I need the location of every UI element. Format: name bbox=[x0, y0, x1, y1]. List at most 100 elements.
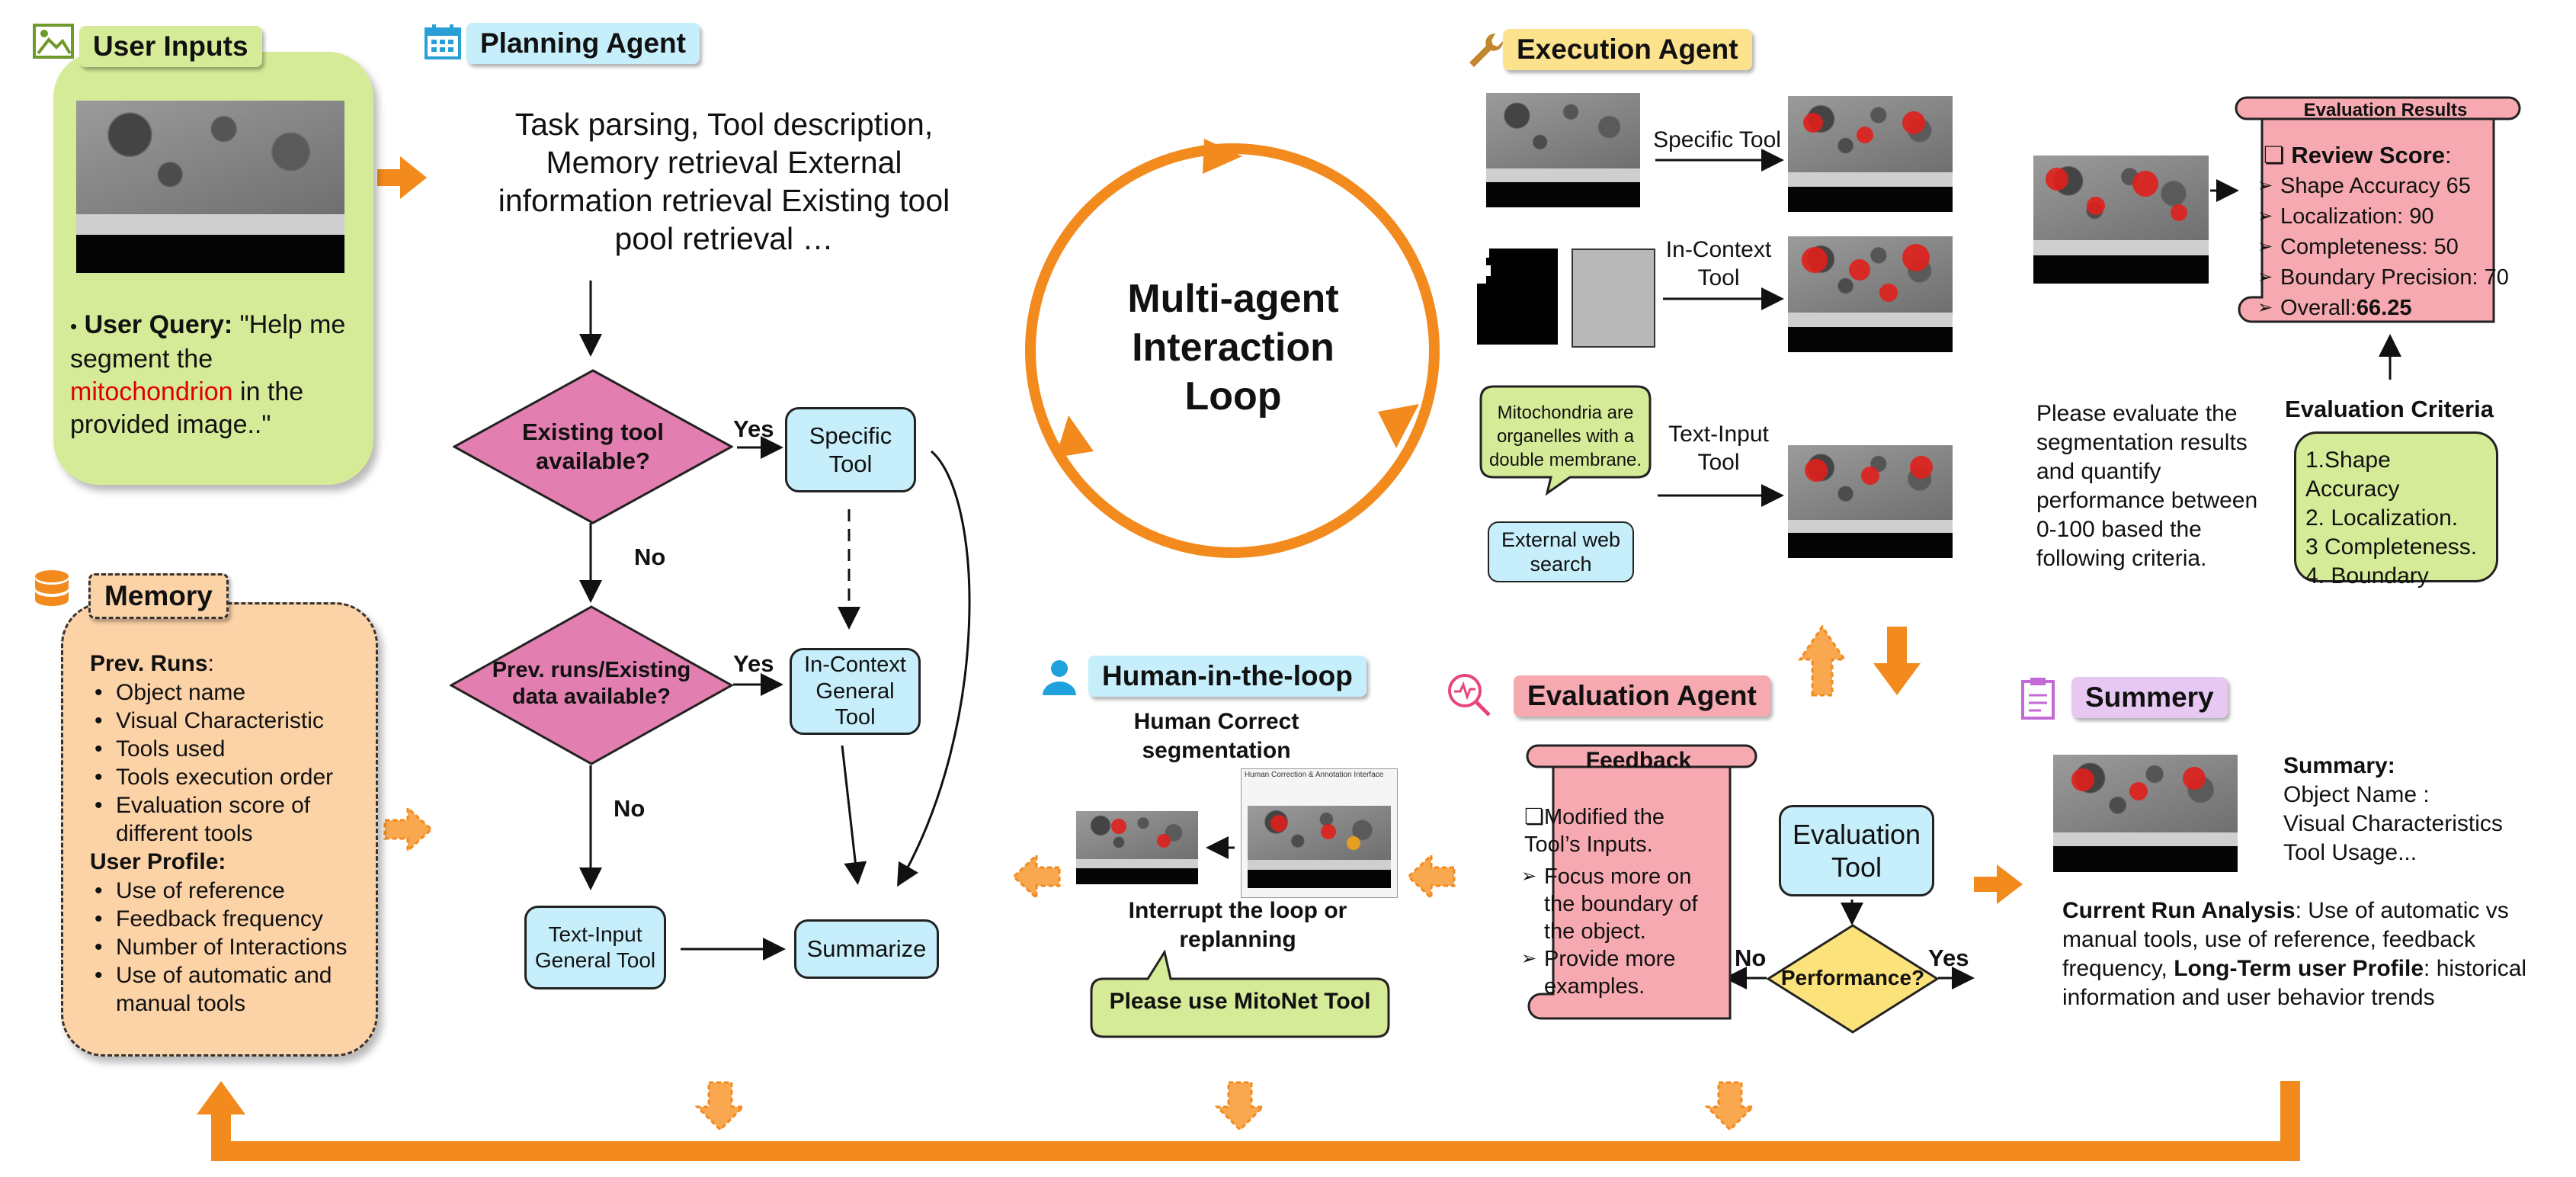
prev-runs-diamond bbox=[450, 605, 733, 765]
criteria-box: 1.Shape Accuracy 2. Localization. 3 Comp… bbox=[2294, 431, 2498, 588]
down-dashed-arrow-1 bbox=[694, 1081, 746, 1132]
prev-runs-label: Prev. runs/Existing data available? bbox=[492, 658, 691, 710]
user-profile-item: Number of Interactions bbox=[95, 933, 380, 961]
yes-label-2: Yes bbox=[733, 650, 774, 677]
human-correct-label: Human Correct segmentation bbox=[1133, 709, 1299, 763]
execution-title: Execution Agent bbox=[1503, 29, 1752, 70]
human-title: Human-in-the-loop bbox=[1088, 656, 1366, 697]
human-to-planning-arrow bbox=[1011, 852, 1061, 901]
summary-analysis: Current Run Analysis: Use of automatic v… bbox=[2062, 896, 2535, 1012]
feedback-list: ❏Modified the Tool’s Inputs. Focus more … bbox=[1521, 803, 1724, 1000]
no-label-1: No bbox=[634, 544, 666, 570]
wrench-icon bbox=[1469, 33, 1504, 67]
user-query-highlight: mitochondrion bbox=[70, 377, 233, 406]
image-icon bbox=[33, 24, 74, 59]
eval-results-arrows bbox=[2210, 179, 2401, 380]
bottom-loop-arrowhead bbox=[197, 1081, 245, 1114]
person-icon bbox=[1043, 660, 1076, 695]
score-item: Shape Accuracy 65 bbox=[2257, 171, 2515, 201]
text-input-tool-node: Text-Input General Tool bbox=[524, 906, 666, 989]
user-query-text-2: in the provided image.." bbox=[70, 377, 304, 439]
no-label-2: No bbox=[614, 795, 646, 822]
exec-text-input-label: Text-Input Tool bbox=[1668, 422, 1769, 475]
web-search-node: External web search bbox=[1488, 521, 1634, 582]
human-bubble-text: Please use MitoNet Tool bbox=[1109, 989, 1371, 1014]
prev-run-item: Visual Characteristic bbox=[95, 707, 380, 735]
down-dashed-arrow-3 bbox=[1704, 1081, 1756, 1132]
exec-in-context-output bbox=[1788, 236, 1953, 352]
criteria-item: 1.Shape Accuracy bbox=[2305, 447, 2400, 502]
review-label: Review Score bbox=[2291, 142, 2446, 168]
summary-text-block: Summary: Object Name : Visual Characteri… bbox=[2283, 752, 2527, 868]
inputs-to-planning-arrow bbox=[377, 156, 427, 199]
feedback-item: Provide more examples. bbox=[1521, 945, 1724, 1000]
memory-content: Prev. Runs: Object name Visual Character… bbox=[90, 649, 380, 1018]
planning-flow-lines bbox=[579, 281, 971, 961]
summarize-node: Summarize bbox=[794, 919, 939, 979]
loop-title: Multi-agent Interaction Loop bbox=[1127, 277, 1339, 419]
prev-run-item: Object name bbox=[95, 678, 380, 707]
yes-label-1: Yes bbox=[733, 415, 774, 442]
summary-line: Tool Usage... bbox=[2283, 840, 2417, 865]
feedback-item: Focus more on the boundary of the object… bbox=[1521, 863, 1724, 945]
evaluation-internal-arrows bbox=[1724, 900, 1975, 989]
existing-tool-diamond bbox=[453, 369, 733, 524]
human-corrected-image bbox=[1076, 811, 1198, 884]
score-item: Boundary Precision: 70 bbox=[2257, 262, 2515, 293]
user-query-text-1: "Help me segment the bbox=[70, 310, 346, 374]
evaluation-agent-title: Evaluation Agent bbox=[1514, 675, 1770, 717]
user-profile-item: Use of automatic and manual tools bbox=[95, 961, 380, 1018]
prev-runs-label: Prev. Runs bbox=[90, 651, 208, 676]
exec-specific-tool-label: Specific Tool bbox=[1653, 127, 1781, 152]
longterm-label: Long-Term user Profile bbox=[2174, 956, 2424, 981]
score-item: Completeness: 50 bbox=[2257, 232, 2515, 262]
feedback-title: Feedback bbox=[1585, 748, 1692, 773]
evaluation-to-execution-arrow bbox=[1798, 624, 1847, 697]
summary-line: Object Name : bbox=[2283, 782, 2430, 807]
review-score-block: ❏ Review Score: Shape Accuracy 65 Locali… bbox=[2257, 140, 2515, 323]
monitor-icon bbox=[1448, 674, 1491, 717]
user-query: • User Query: "Help me segment the mitoc… bbox=[70, 310, 346, 439]
criteria-title: Evaluation Criteria bbox=[2285, 396, 2494, 422]
score-item: Overall:66.25 bbox=[2257, 293, 2515, 323]
database-icon bbox=[35, 570, 69, 606]
evaluation-to-summary-arrow bbox=[1974, 864, 2023, 904]
prev-run-item: Tools used bbox=[95, 735, 380, 763]
clipboard-icon bbox=[2021, 678, 2055, 720]
loop-circle bbox=[1025, 139, 1440, 558]
performance-diamond bbox=[1767, 924, 1939, 1034]
exec-text-bubble bbox=[1479, 385, 1652, 495]
criteria-item: 3 Completeness. bbox=[2305, 534, 2478, 560]
memory-title: Memory bbox=[88, 573, 229, 619]
eval-result-image bbox=[2033, 156, 2209, 284]
user-inputs-title: User Inputs bbox=[79, 26, 262, 67]
prev-run-item: Evaluation score of different tools bbox=[95, 791, 380, 848]
current-run-text: : Use of automatic vs manual tools, use … bbox=[2062, 898, 2509, 981]
exec-in-context-label: In-Context Tool bbox=[1665, 237, 1772, 290]
summary-image bbox=[2053, 755, 2238, 872]
specific-tool-node: Specific Tool bbox=[785, 407, 916, 492]
calendar-icon bbox=[425, 24, 461, 59]
existing-tool-label: Existing tool available? bbox=[522, 419, 664, 474]
summary-label: Summary: bbox=[2283, 753, 2395, 778]
execution-arrows bbox=[1655, 149, 1784, 507]
criteria-item: 4. Boundary bbox=[2305, 563, 2429, 588]
performance-label: Performance? bbox=[1780, 966, 1925, 989]
exec-reference-image bbox=[1572, 249, 1655, 348]
planning-title: Planning Agent bbox=[466, 23, 700, 64]
summary-line: Visual Characteristics bbox=[2283, 811, 2503, 836]
interrupt-label: Interrupt the loop or replanning bbox=[1128, 898, 1347, 952]
in-context-tool-node: In-Context General Tool bbox=[790, 648, 921, 735]
planning-header-text: Task parsing, Tool description, Memory r… bbox=[498, 107, 950, 256]
eval-yes-label: Yes bbox=[1928, 944, 1969, 971]
exec-bubble-text: Mitochondria are organelles with a doubl… bbox=[1488, 402, 1642, 470]
user-profile-item: Feedback frequency bbox=[95, 905, 380, 933]
interface-title: Human Correction & Annotation Interface bbox=[1245, 771, 1384, 779]
criteria-item: 2. Localization. bbox=[2305, 505, 2459, 531]
exec-specific-output bbox=[1788, 96, 1953, 212]
score-item: Localization: 90 bbox=[2257, 201, 2515, 232]
prev-run-item: Tools execution order bbox=[95, 763, 380, 791]
summary-title: Summery bbox=[2071, 677, 2228, 718]
bottom-loop-line bbox=[211, 1081, 2300, 1161]
user-profile-item: Use of reference bbox=[95, 877, 380, 905]
